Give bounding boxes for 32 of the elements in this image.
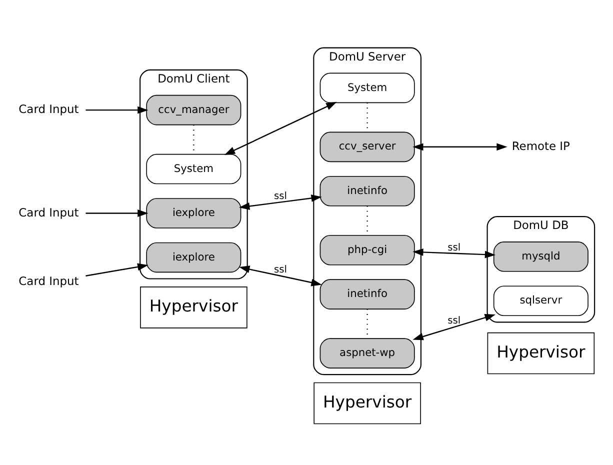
node-text: Card Input — [18, 274, 79, 288]
arrow — [412, 248, 496, 258]
node-box: System — [146, 154, 242, 184]
node-box: inetinfo — [320, 176, 415, 206]
node-box: Hypervisor — [487, 332, 595, 374]
node-box: iexplore — [146, 242, 242, 273]
node-text: Card Input — [18, 205, 79, 220]
arrow — [412, 314, 496, 340]
node-box: inetinfo — [320, 279, 415, 310]
edge-label: ssl — [274, 264, 287, 276]
arrow — [86, 210, 148, 217]
node-text: Card Input — [18, 102, 79, 116]
arrow — [86, 106, 148, 114]
node-box: System — [320, 72, 415, 104]
node-box: Hypervisor — [314, 382, 421, 424]
node-box: Hypervisor — [140, 286, 248, 328]
node-box: ccv_server — [320, 132, 415, 162]
node-box: iexplore — [146, 198, 242, 228]
node-box: mysqld — [493, 242, 588, 272]
edge-label: ssl — [274, 191, 287, 202]
node-box: sqlservr — [493, 286, 588, 316]
arrow — [86, 263, 148, 276]
edge-label: ssl — [448, 315, 461, 326]
node-text: Remote IP — [512, 138, 570, 153]
edge-label: ssl — [448, 242, 461, 254]
arrow — [224, 102, 337, 155]
node-box: php-cgi — [320, 234, 415, 266]
node-box: aspnet-wp — [320, 338, 415, 368]
node-box: ccv_manager — [146, 94, 242, 126]
arrow — [239, 266, 322, 286]
arrow — [238, 194, 322, 210]
arrow — [412, 143, 508, 151]
